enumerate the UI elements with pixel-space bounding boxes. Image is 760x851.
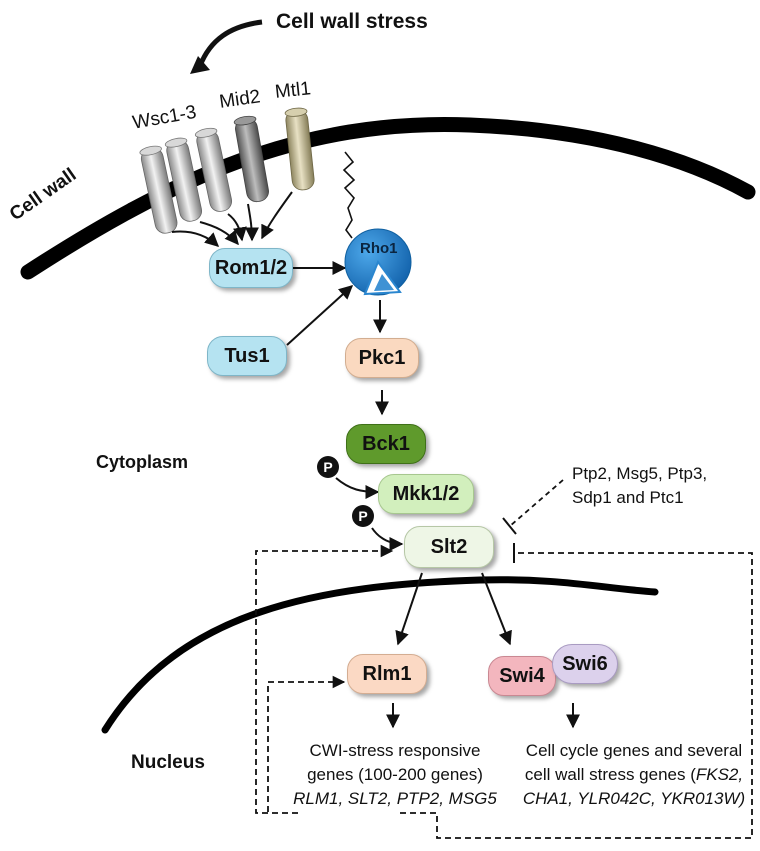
rlm1-targets-line-1: CWI-stress responsive <box>309 741 481 760</box>
rlm1-targets-line-3: RLM1, SLT2, PTP2, MSG5 <box>293 789 497 808</box>
bck1-label: Bck1 <box>362 432 410 455</box>
rom-node: Rom1/2 <box>209 248 293 288</box>
rho1-lipid-anchor <box>342 151 356 239</box>
swi-targets-line-1: Cell cycle genes and several <box>525 741 743 760</box>
wsc-sensor-1 <box>139 145 178 234</box>
mkk-label: Mkk1/2 <box>392 482 460 505</box>
nucleus-label: Nucleus <box>131 752 205 773</box>
rom-label: Rom1/2 <box>214 256 288 279</box>
phospho-icon-bck1: P <box>317 456 339 478</box>
swi4-label: Swi4 <box>499 664 545 687</box>
mid2-sensor <box>233 115 269 203</box>
rlm1-node: Rlm1 <box>347 654 427 694</box>
phosphatases-line-1: Ptp2, Msg5, Ptp3, <box>572 464 708 483</box>
swi-targets-line-2: cell wall stress genes (FKS2, <box>524 765 744 784</box>
rho1-label: Rho1 <box>360 240 398 257</box>
stress-arrow <box>197 19 263 67</box>
cell-wall-membrane <box>20 116 756 280</box>
rlm1-target-genes: CWI-stress responsive genes (100-200 gen… <box>285 739 505 811</box>
tus1-label: Tus1 <box>224 344 270 367</box>
rlm1-targets-line-2: genes (100-200 genes) <box>307 765 483 784</box>
phospho-icon-mkk: P <box>352 505 374 527</box>
phosphatases-label: Ptp2, Msg5, Ptp3, Sdp1 and Ptc1 <box>572 462 707 510</box>
bck1-node: Bck1 <box>346 424 426 464</box>
tus1-node: Tus1 <box>207 336 287 376</box>
swi6-label: Swi6 <box>562 652 608 675</box>
wsc-sensor-2 <box>164 137 203 222</box>
diagram-title: Cell wall stress <box>276 10 428 33</box>
slt2-label: Slt2 <box>430 535 468 558</box>
mtl1-sensor <box>284 107 315 191</box>
cytoplasm-label: Cytoplasm <box>96 452 189 472</box>
phosphatases-line-2: Sdp1 and Ptc1 <box>572 488 684 507</box>
slt2-node: Slt2 <box>404 526 494 568</box>
nuclear-membrane <box>101 576 659 734</box>
swi-target-genes: Cell cycle genes and several cell wall s… <box>509 739 759 811</box>
pkc1-node: Pkc1 <box>345 338 419 378</box>
swi-targets-line-3: CHA1, YLR042C, YKR013W) <box>522 789 746 808</box>
swi4-node: Swi4 <box>488 656 556 696</box>
rlm1-label: Rlm1 <box>362 662 412 685</box>
wsc-sensor-3 <box>194 127 233 212</box>
mkk-node: Mkk1/2 <box>378 474 474 514</box>
mtl1-label: Mtl1 <box>274 78 312 103</box>
swi6-node: Swi6 <box>552 644 618 684</box>
pkc1-label: Pkc1 <box>358 346 406 369</box>
